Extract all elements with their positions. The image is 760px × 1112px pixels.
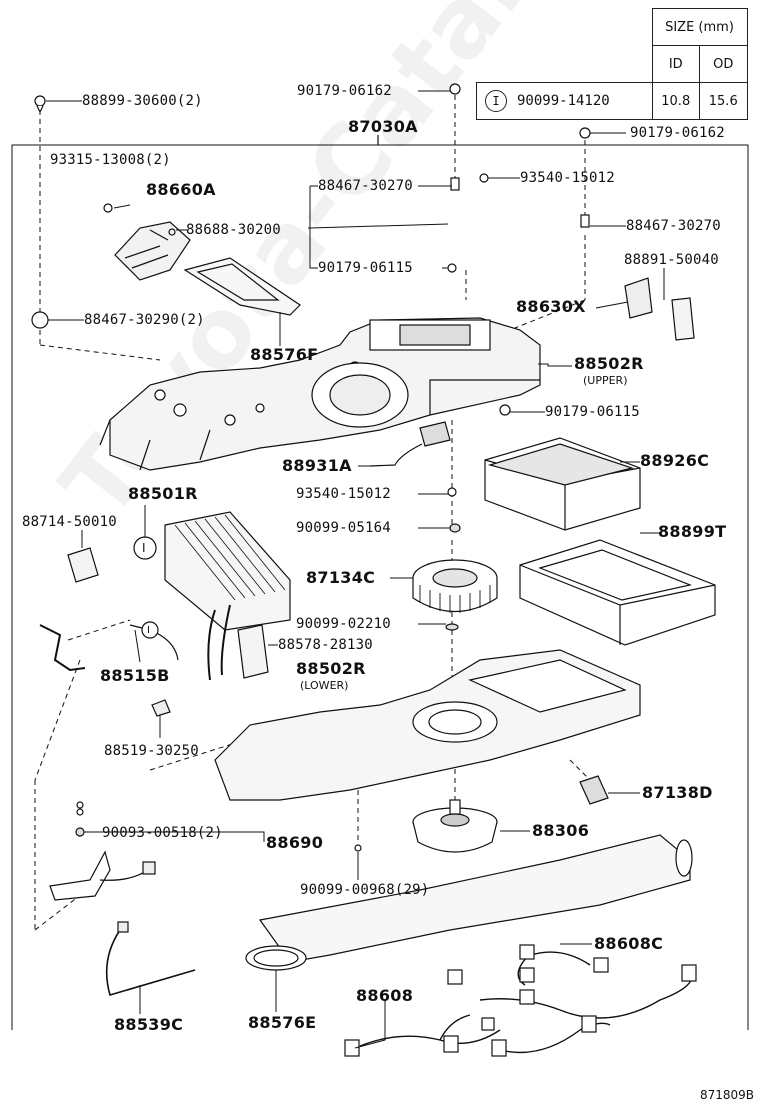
sensor-88931a-shape <box>419 421 451 447</box>
label-88306: 88306 <box>532 821 590 840</box>
label-88891-50040: 88891-50040 <box>624 252 719 268</box>
size-col-id: ID <box>651 45 700 83</box>
pipe-88578-shape <box>237 624 269 679</box>
nut-shape <box>445 623 459 631</box>
size-row-id: 10.8 <box>651 82 700 120</box>
label-88576e: 88576E <box>248 1013 317 1032</box>
size-row-od: 15.6 <box>699 82 748 120</box>
label-90099-02210: 90099-02210 <box>296 616 391 632</box>
blower-case-upper-shape <box>99 317 541 471</box>
label-88931a: 88931A <box>282 456 352 475</box>
blower-motor-shape <box>412 799 498 853</box>
label-88899-30600: 88899-30600(2) <box>82 93 203 109</box>
size-table: SIZE (mm) ID OD I 90099-14120 10.8 15.6 <box>476 8 748 120</box>
label-87134c: 87134C <box>306 568 376 587</box>
label-88630x: 88630X <box>516 297 586 316</box>
label-88467-30270-right: 88467-30270 <box>626 218 721 234</box>
label-lower: (LOWER) <box>300 679 349 692</box>
label-90179-06162-right: 90179-06162 <box>630 125 725 141</box>
label-90099-00968: 90099-00968(29) <box>300 882 430 898</box>
label-88926c: 88926C <box>640 451 710 470</box>
callout-i-label-joint: I <box>147 625 150 636</box>
label-87030a: 87030A <box>348 117 418 136</box>
blower-case-lower-shape <box>214 649 641 801</box>
label-93540-15012-top: 93540-15012 <box>520 170 615 186</box>
air-duct-shape <box>245 834 693 971</box>
blower-fan-shape <box>412 559 498 613</box>
evaporator-shape <box>164 511 291 681</box>
label-90179-06115-top: 90179-06115 <box>318 260 413 276</box>
label-90099-05164: 90099-05164 <box>296 520 391 536</box>
label-88467-30270-mid: 88467-30270 <box>318 178 413 194</box>
connector-88630x-shape <box>624 277 653 319</box>
harness-connectors <box>344 944 697 1057</box>
size-col-od: OD <box>699 45 748 83</box>
filter-88926c-shape <box>484 437 641 531</box>
label-88714-50010: 88714-50010 <box>22 514 117 530</box>
label-93315-13008: 93315-13008(2) <box>50 152 171 168</box>
wire-88539c-shape <box>105 929 196 996</box>
label-90179-06115-right: 90179-06115 <box>545 404 640 420</box>
label-93540-15012-mid: 93540-15012 <box>296 486 391 502</box>
size-table-title: SIZE (mm) <box>651 8 748 46</box>
connector-88891-shape <box>671 297 695 341</box>
label-88502r-upper: 88502R <box>574 354 644 373</box>
tube-shape <box>39 624 86 672</box>
assembly-frame <box>11 144 749 1030</box>
label-88515b: 88515B <box>100 666 170 685</box>
label-88608c: 88608C <box>594 934 664 953</box>
fasteners <box>31 83 591 852</box>
label-88502r-lower: 88502R <box>296 659 366 678</box>
vent-plate-shape <box>183 257 301 316</box>
servo-motor-shape <box>114 221 191 281</box>
label-88578-28130: 88578-28130 <box>278 637 373 653</box>
label-88899t: 88899T <box>658 522 727 541</box>
diagram-code: 871809B <box>699 1088 754 1102</box>
resistor-assy-shape <box>49 808 156 901</box>
label-88539c: 88539C <box>114 1015 184 1034</box>
clip-88519-shape <box>151 699 171 717</box>
label-88688-30200: 88688-30200 <box>186 222 281 238</box>
label-upper: (UPPER) <box>583 374 628 387</box>
plug-87138d-shape <box>579 775 609 805</box>
leader-lines <box>46 90 665 1049</box>
size-row-marker: I <box>485 90 507 112</box>
pipe-88714-shape <box>67 547 99 583</box>
label-87138d: 87138D <box>642 783 713 802</box>
label-88660a: 88660A <box>146 180 216 199</box>
label-90093-00518: 90093-00518(2) <box>102 825 223 841</box>
label-88501r: 88501R <box>128 484 198 503</box>
label-88690: 88690 <box>266 833 324 852</box>
label-88467-30290: 88467-30290(2) <box>84 312 205 328</box>
label-88576f: 88576F <box>250 345 319 364</box>
callout-i-label-evap: I <box>142 541 146 555</box>
label-88608: 88608 <box>356 986 414 1005</box>
size-row-part: I 90099-14120 <box>476 82 653 120</box>
callout-i-joint <box>141 621 159 639</box>
size-row-part-number: 90099-14120 <box>517 93 610 109</box>
label-88519-30250: 88519-30250 <box>104 743 199 759</box>
filter-tray-shape <box>519 539 716 646</box>
label-90179-06162-top: 90179-06162 <box>297 83 392 99</box>
